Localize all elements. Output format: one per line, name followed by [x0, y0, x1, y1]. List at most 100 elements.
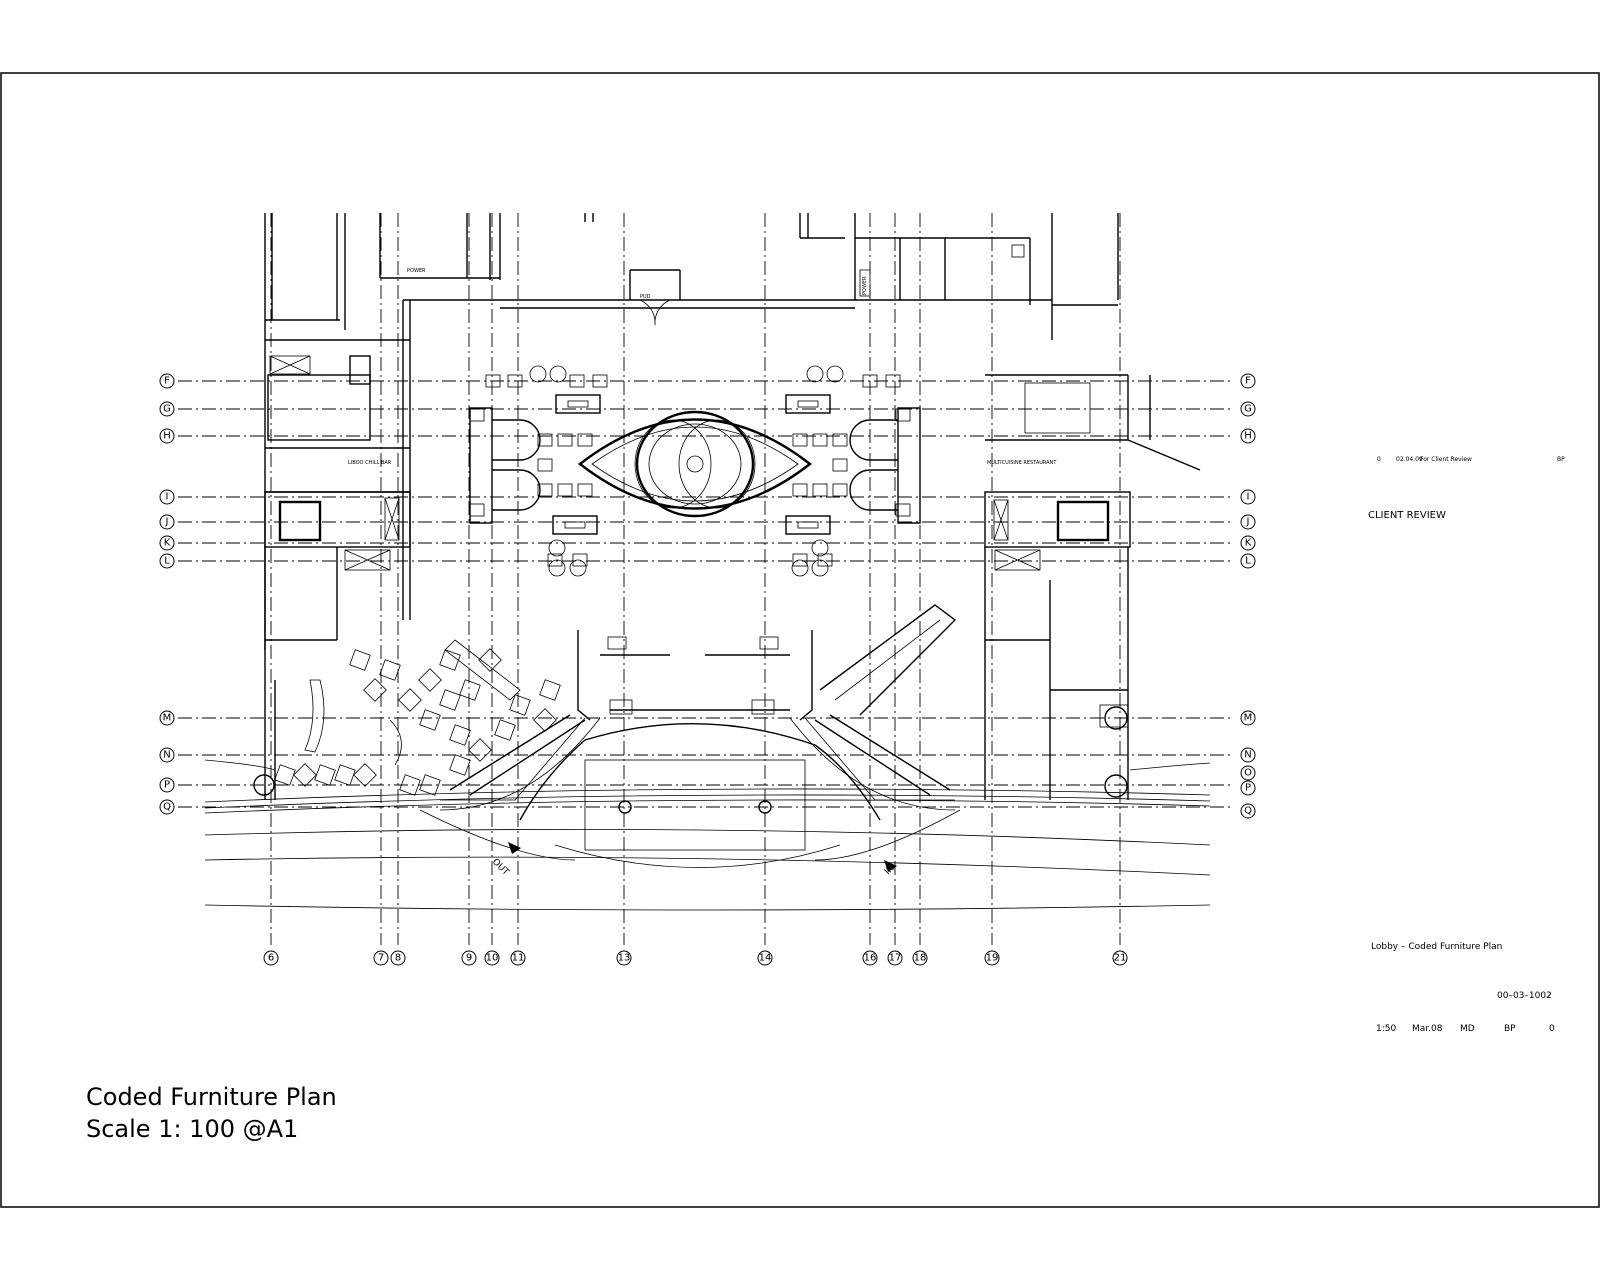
- row-bubble-right-K: K: [1240, 535, 1256, 551]
- row-bubble-right-L: L: [1240, 553, 1256, 569]
- svg-text:J: J: [1246, 517, 1250, 528]
- drawn-by: MD: [1460, 1024, 1475, 1034]
- svg-text:F: F: [1245, 376, 1251, 387]
- column-bubble-21: 21: [1112, 950, 1128, 966]
- svg-text:7: 7: [378, 953, 384, 964]
- svg-text:10: 10: [486, 953, 499, 964]
- row-grid-bubbles-right: F G H I JKL M NOP Q: [1240, 373, 1256, 819]
- right-wing-walls: [854, 213, 1201, 800]
- svg-text:N: N: [1244, 750, 1251, 761]
- svg-text:O: O: [1244, 768, 1252, 779]
- row-bubble-left-G: G: [159, 401, 175, 417]
- row-bubble-right-I: I: [1240, 489, 1256, 505]
- room-label-chill-bar: LIBOO CHILL BAR: [348, 460, 392, 466]
- svg-text:G: G: [163, 404, 171, 415]
- row-bubble-right-J: J: [1240, 514, 1256, 530]
- lobby-walls: [500, 213, 855, 326]
- row-bubble-right-N: N: [1240, 747, 1256, 763]
- svg-text:P: P: [1245, 783, 1251, 794]
- column-bubble-17: 17: [887, 950, 903, 966]
- row-bubble-right-H: H: [1240, 428, 1256, 444]
- svg-text:M: M: [163, 713, 172, 724]
- room-label-pud: PUD: [640, 294, 651, 300]
- checked-by: BP: [1504, 1024, 1516, 1034]
- row-bubble-left-N: N: [159, 747, 175, 763]
- svg-text:14: 14: [759, 953, 772, 964]
- row-bubble-right-M: M: [1240, 710, 1256, 726]
- column-bubble-13: 13: [616, 950, 632, 966]
- svg-text:I: I: [1247, 492, 1250, 503]
- column-bubble-6: 6: [263, 950, 279, 966]
- svg-text:Q: Q: [163, 802, 171, 813]
- svg-text:G: G: [1244, 404, 1252, 415]
- svg-text:Q: Q: [1244, 806, 1252, 817]
- column-bubble-9: 9: [461, 950, 477, 966]
- row-bubble-left-L: L: [159, 553, 175, 569]
- row-bubble-left-I: I: [159, 489, 175, 505]
- room-label-restaurant: MULTICUISINE RESTAURANT: [987, 460, 1057, 466]
- power-label-left: POWER: [407, 268, 426, 274]
- svg-text:21: 21: [1114, 953, 1127, 964]
- row-bubble-left-M: M: [159, 710, 175, 726]
- sheet-border: [0, 72, 1600, 1208]
- svg-text:L: L: [164, 556, 170, 567]
- drawing-scale: 1:50: [1376, 1024, 1397, 1034]
- svg-text:H: H: [1244, 431, 1252, 442]
- svg-text:N: N: [163, 750, 170, 761]
- svg-text:P: P: [164, 780, 170, 791]
- svg-text:6: 6: [268, 953, 274, 964]
- row-bubble-right-P: P: [1240, 780, 1256, 796]
- svg-text:I: I: [166, 492, 169, 503]
- column-bubble-8: 8: [390, 950, 406, 966]
- revision-initials: BP: [1557, 456, 1565, 463]
- svg-text:L: L: [1245, 556, 1251, 567]
- svg-text:11: 11: [512, 953, 525, 964]
- drawing-status: CLIENT REVIEW: [1368, 510, 1446, 521]
- svg-text:13: 13: [618, 953, 631, 964]
- svg-text:F: F: [164, 376, 170, 387]
- column-bubble-7: 7: [373, 950, 389, 966]
- svg-text:9: 9: [466, 953, 472, 964]
- row-bubble-left-J: J: [159, 514, 175, 530]
- site-road-curves: [204, 679, 1211, 911]
- row-bubble-left-F: F: [159, 373, 175, 389]
- reception-and-dropoff: [419, 604, 961, 872]
- left-wing-walls: [264, 213, 501, 800]
- drawing-date: Mar.08: [1412, 1024, 1443, 1034]
- row-bubble-left-K: K: [159, 535, 175, 551]
- cafe-seating: [274, 639, 561, 796]
- drawing-number: 00–03–1002: [1497, 991, 1552, 1001]
- row-bubble-right-Q: Q: [1240, 803, 1256, 819]
- svg-text:K: K: [1245, 538, 1252, 549]
- lobby-furniture: [469, 365, 911, 577]
- row-bubble-left-H: H: [159, 428, 175, 444]
- revision-number: 0: [1377, 456, 1381, 463]
- row-grid-bubbles-left: F G H I JKL M N PQ: [159, 373, 175, 815]
- column-bubble-11: 11: [510, 950, 526, 966]
- svg-text:8: 8: [395, 953, 401, 964]
- svg-text:J: J: [165, 517, 169, 528]
- row-bubble-right-O: O: [1240, 765, 1256, 781]
- svg-text:M: M: [1244, 713, 1253, 724]
- column-bubble-19: 19: [984, 950, 1000, 966]
- dropoff-out-label: OUT: [490, 857, 511, 878]
- svg-text:H: H: [163, 431, 171, 442]
- column-grid-lines: [270, 213, 1121, 945]
- revision-description: For Client Review: [1420, 456, 1472, 463]
- column-bubble-16: 16: [862, 950, 878, 966]
- revision-date: 02.04.09: [1396, 456, 1423, 463]
- column-bubble-18: 18: [912, 950, 928, 966]
- plan-caption-title: Coded Furniture Plan: [86, 1083, 337, 1111]
- svg-text:17: 17: [889, 953, 902, 964]
- svg-text:16: 16: [864, 953, 877, 964]
- row-bubble-left-P: P: [159, 777, 175, 793]
- column-bubble-14: 14: [757, 950, 773, 966]
- drawing-title: Lobby – Coded Furniture Plan: [1371, 942, 1503, 952]
- plan-caption-scale: Scale 1: 100 @A1: [86, 1115, 299, 1143]
- row-bubble-left-Q: Q: [159, 799, 175, 815]
- svg-text:19: 19: [986, 953, 999, 964]
- row-bubble-right-G: G: [1240, 401, 1256, 417]
- svg-text:K: K: [164, 538, 171, 549]
